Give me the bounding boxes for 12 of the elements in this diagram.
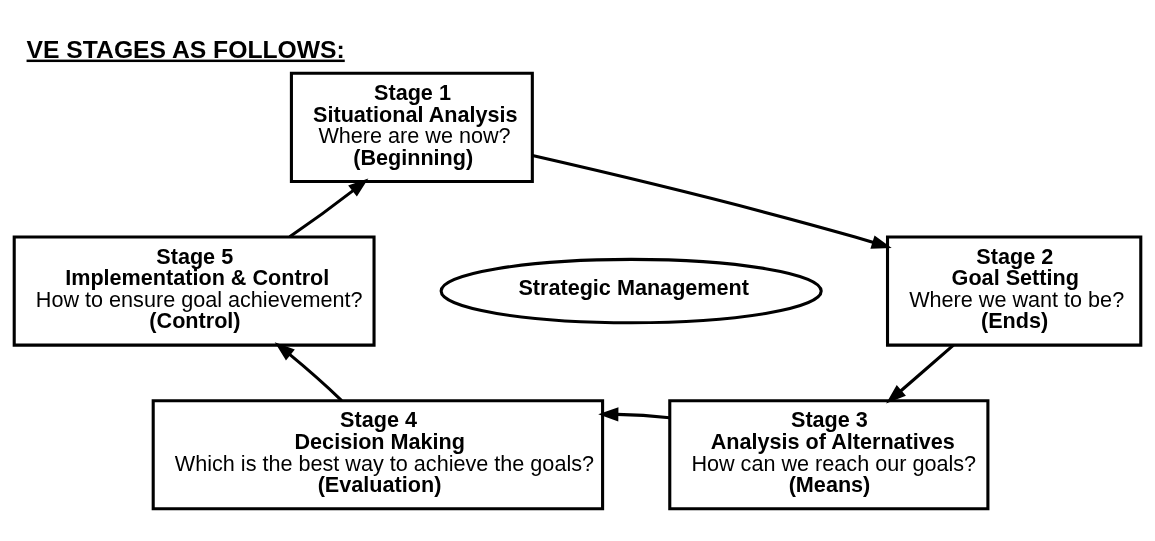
node-box: Stage 4 Decision Making Which is the best way to achieve the goals? (Evaluation) xyxy=(151,398,605,510)
arrow xyxy=(598,406,670,421)
arrow xyxy=(288,178,369,238)
node-ellipse: Strategic Management xyxy=(439,257,823,324)
node-box: Stage 1 Situational Analysis Where are we now? (Beginning) xyxy=(289,71,534,183)
arrow xyxy=(886,343,955,404)
diagram-title: VE STAGES AS FOLLOWS: xyxy=(26,35,345,63)
arrow xyxy=(532,153,892,249)
node-box: Stage 5 Implementation & Control How to ensure goal achievement? (Control) xyxy=(12,235,376,347)
node-box: Stage 2 Goal Setting Where we want to be? (Ends) xyxy=(885,235,1143,347)
node-box: Stage 3 Analysis of Alternatives How can we reach our goals? (Means) xyxy=(668,398,990,510)
arrow xyxy=(274,341,343,402)
